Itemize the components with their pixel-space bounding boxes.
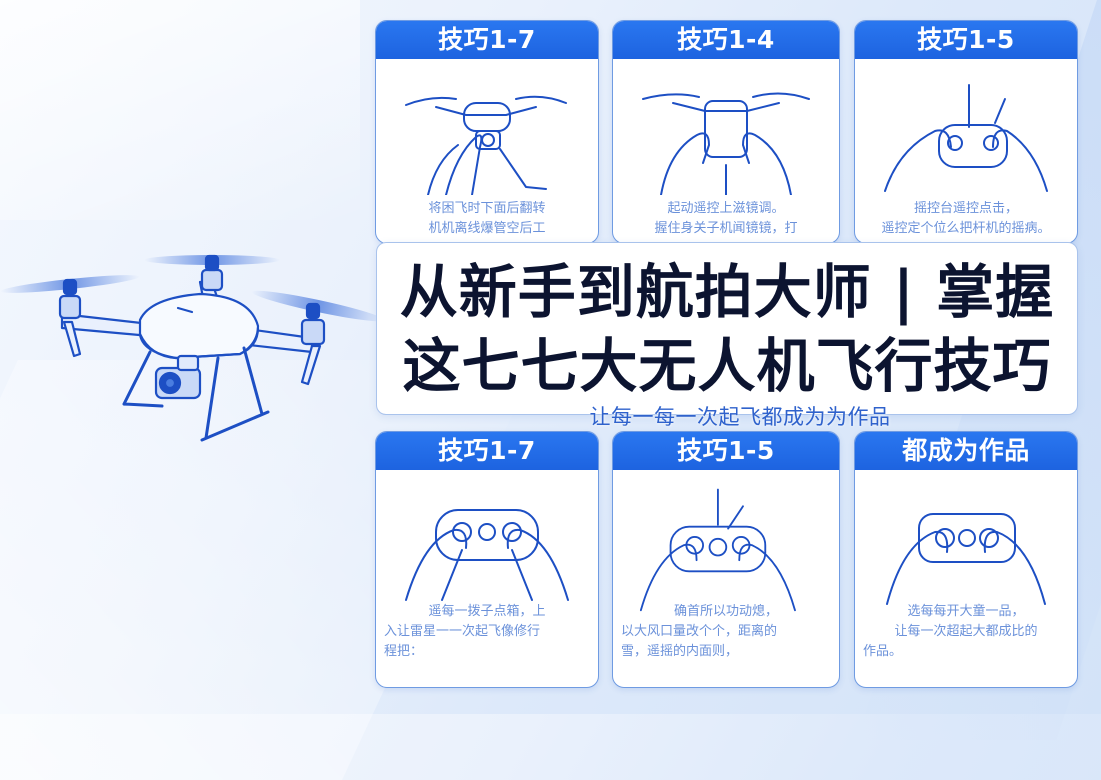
tip-card-top-3: 技巧1-5 摇控台遥控点击， 遥控定个位么把杆机的摇病。 [854, 20, 1078, 244]
caption-line: 遥控定个位么把杆机的摇病。 [881, 221, 1051, 236]
tip-card-header: 技巧1-4 [613, 21, 839, 59]
caption-line: 摇控台遥控点击， [913, 201, 1018, 216]
tip-card-bottom-3: 都成为作品 选每每开大童一品， 让每一次超起大都成比的 作品。 [854, 431, 1078, 688]
title-panel: 从新手到航拍大师 | 掌握 这七七大无人机飞行技巧 [376, 242, 1078, 415]
hands-holding-controller-antenna-icon [639, 488, 796, 612]
tip-card-top-2: 技巧1-4 起动遥控上滋镜调。 握住身关子机闻镜镜，打 [612, 20, 840, 244]
tip-card-bottom-1: 技巧1-7 遥每一拨子点箱，上 入让雷星一一次起飞像修行 程把： [375, 431, 599, 688]
tip-caption: 起动遥控上滋镜调。 握住身关子机闻镜镜，打 [621, 199, 831, 239]
tip-card-header: 技巧1-7 [376, 21, 598, 59]
tip-card-header: 技巧1-7 [376, 432, 598, 470]
caption-line: 以大风口量改个个，距离的 [621, 624, 778, 639]
tip-card-header: 都成为作品 [855, 432, 1077, 470]
tip-card-header: 技巧1-5 [855, 21, 1077, 59]
caption-line: 遥每一拨子点箱，上 [428, 604, 546, 619]
drone-illustration-icon [0, 254, 385, 442]
caption-line: 雪，遥摇的内面则， [621, 644, 739, 659]
tip-card-header: 技巧1-5 [613, 432, 839, 470]
tip-caption: 遥每一拨子点箱，上 入让雷星一一次起飞像修行 程把： [384, 602, 590, 662]
caption-line: 将困飞时下面后翻转 [428, 201, 546, 216]
caption-line: 选每每开大童一品， [907, 604, 1025, 619]
caption-line: 程把： [384, 644, 424, 659]
tip-caption: 摇控台遥控点击， 遥控定个位么把杆机的摇病。 [863, 199, 1069, 239]
tip-caption: 选每每开大童一品， 让每一次超起大都成比的 作品。 [863, 602, 1069, 662]
hands-holding-controller-icon [405, 509, 569, 601]
main-title-line-1: 从新手到航拍大师 | 掌握 [399, 258, 1055, 326]
caption-line: 机机离线爆管空后工 [428, 221, 546, 236]
caption-line: 握住身关子机闻镜镜，打 [654, 221, 798, 236]
hands-holding-controller-icon [886, 513, 1046, 605]
tip-card-bottom-2: 技巧1-5 确首所以功动熄， 以大风口量改个个，距离的 雪，遥摇的内面则， [612, 431, 840, 688]
hands-holding-drone-icon [405, 95, 567, 195]
tip-card-top-1: 技巧1-7 将困飞时下面后翻转 机机离线爆管空后工 [375, 20, 599, 244]
caption-line: 作品。 [863, 644, 903, 659]
caption-line: 让每一次超起大都成比的 [894, 624, 1038, 639]
caption-line: 入让雷星一一次起飞像修行 [384, 624, 541, 639]
subtitle: 让每一每一次起飞都成为为作品 [589, 405, 891, 429]
main-title-line-2: 这七七大无人机飞行技巧 [402, 332, 1052, 400]
hands-holding-drone-front-icon [642, 92, 810, 195]
hands-holding-remote-controller-icon [884, 84, 1048, 192]
caption-line: 确首所以功动熄， [673, 604, 778, 619]
tip-caption: 将困飞时下面后翻转 机机离线爆管空后工 [384, 199, 590, 239]
caption-line: 起动遥控上滋镜调。 [667, 201, 785, 216]
background-highlight [0, 0, 360, 220]
tip-caption: 确首所以功动熄， 以大风口量改个个，距离的 雪，遥摇的内面则， [621, 602, 831, 662]
